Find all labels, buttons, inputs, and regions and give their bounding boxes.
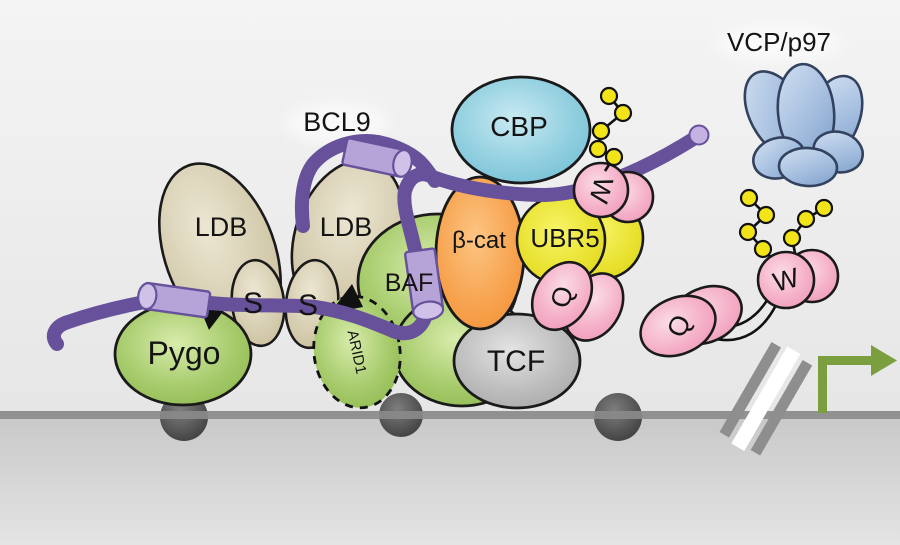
label-pygo: Pygo xyxy=(148,335,221,371)
tcf-oval xyxy=(452,312,582,410)
ubiquitin-chain-free-right xyxy=(782,198,834,259)
label-tcf: TCF xyxy=(487,345,545,378)
w-motif-free-front xyxy=(756,250,816,310)
transcription-start-arrow-icon xyxy=(818,345,897,413)
label-vcp-p97: VCP/p97 xyxy=(727,27,831,57)
label-ubr5: UBR5 xyxy=(530,223,599,253)
cbp-oval xyxy=(450,75,592,185)
ubiquitin-chain-bound xyxy=(588,86,633,172)
ubiquitin-chain-free-left xyxy=(738,188,776,263)
vcp-p97-blob xyxy=(743,62,864,188)
bcl9-helix-hd1 xyxy=(137,281,212,319)
label-bcl9: BCL9 xyxy=(303,107,371,137)
q-motif-free-front xyxy=(639,294,717,358)
label-ssbp-left: S xyxy=(243,287,263,320)
dna-break-icon xyxy=(719,341,813,456)
bcl9-ribbon-main xyxy=(46,129,705,351)
bcl9-ribbon-end-cap xyxy=(688,124,710,146)
label-ldb-right: LDB xyxy=(320,212,373,242)
bcl9-helix-top xyxy=(341,137,413,178)
qw-linker-1 xyxy=(711,302,779,342)
label-ldb-left: LDB xyxy=(195,212,248,242)
label-ssbp-right: S xyxy=(298,289,318,322)
label-cbp: CBP xyxy=(490,111,548,142)
free-qw-complex xyxy=(639,188,840,358)
q-motif-bound-front xyxy=(530,260,594,332)
label-baf: BAF xyxy=(385,269,434,297)
dna-bar xyxy=(0,411,900,419)
halo-bcl9 xyxy=(285,103,389,143)
halo-vcp xyxy=(717,25,841,61)
bcl9-helix-vertical xyxy=(404,247,445,321)
w-motif-bound-front xyxy=(572,161,630,219)
label-beta-catenin: β-cat xyxy=(452,227,506,254)
